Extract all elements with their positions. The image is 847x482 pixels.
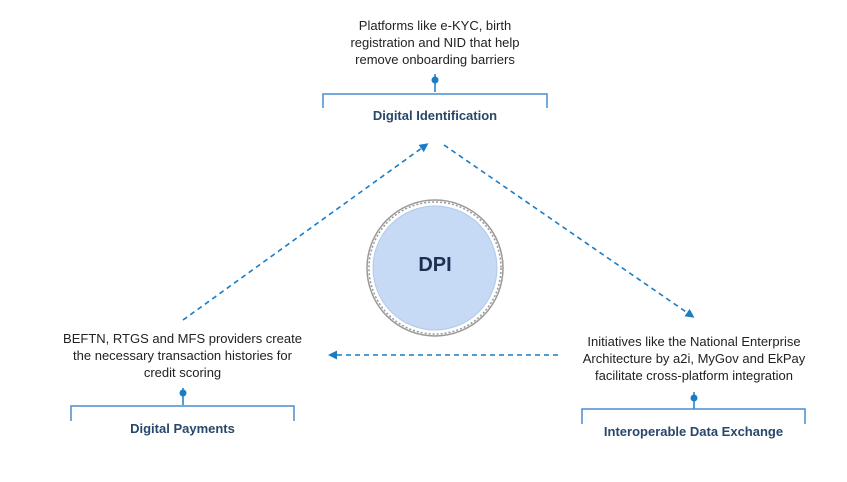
identification-description-line-2: registration and NID that help (350, 35, 520, 50)
identification-description: Platforms like e-KYC, birth registration… (315, 17, 555, 68)
bracket-right (581, 392, 806, 424)
identification-description-line-3: remove onboarding barriers (355, 52, 515, 67)
dpi-label: DPI (418, 254, 452, 276)
payments-description-line-1: BEFTN, RTGS and MFS providers create (63, 331, 302, 346)
identification-title: Digital Identification (372, 108, 498, 123)
bracket-left (70, 388, 295, 421)
arrow-payments-to-identification (182, 143, 429, 321)
payments-description-line-2: the necessary transaction histories for (73, 348, 292, 363)
exchange-description-line-1: Initiatives like the National Enterprise (587, 334, 801, 349)
exchange-description: Initiatives like the National Enterprise… (558, 333, 830, 384)
identification-description-line-1: Platforms like e-KYC, birth (358, 18, 512, 33)
exchange-title: Interoperable Data Exchange (603, 424, 784, 439)
payments-description: BEFTN, RTGS and MFS providers create the… (40, 330, 325, 381)
exchange-description-line-3: facilitate cross-platform integration (595, 368, 793, 383)
dpi-circle (372, 205, 498, 331)
dpi-circle-ring (368, 201, 502, 335)
payments-description-line-3: credit scoring (143, 365, 222, 380)
exchange-description-line-2: Architecture by a2i, MyGov and EkPay (582, 351, 806, 366)
bracket-top (322, 74, 548, 108)
payments-title: Digital Payments (130, 421, 235, 436)
